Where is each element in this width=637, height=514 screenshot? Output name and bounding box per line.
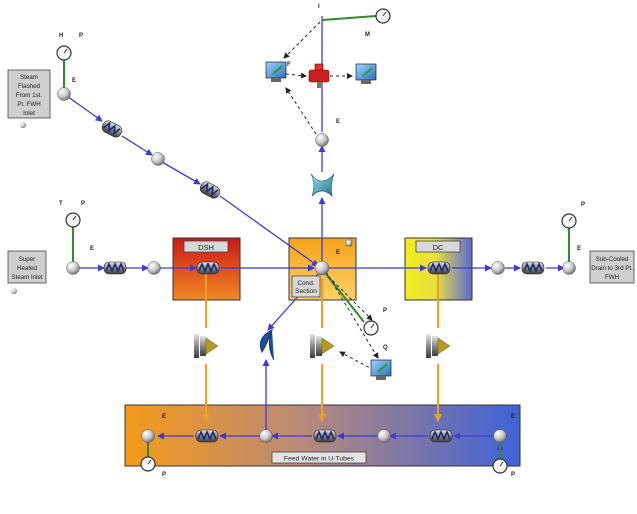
ejector-icon[interactable]: [310, 173, 335, 197]
super-heated-port[interactable]: [11, 288, 17, 294]
steam-flashed-port[interactable]: [20, 122, 26, 128]
gauge-icon[interactable]: [492, 458, 508, 474]
tag-e: E: [577, 246, 581, 252]
tag-e: E: [162, 414, 166, 420]
cond-label-box: [291, 275, 321, 298]
cond-label-line2: Section: [295, 288, 317, 295]
tag-q: Q: [383, 345, 388, 351]
node[interactable]: [493, 429, 507, 443]
tag-p: P: [581, 202, 585, 208]
monitor-icon[interactable]: [370, 359, 392, 380]
node[interactable]: [314, 260, 330, 276]
valve-icon[interactable]: [313, 429, 337, 443]
steam-flashed-box: [7, 69, 51, 119]
dc-label: DC: [433, 243, 444, 252]
node[interactable]: [147, 261, 161, 275]
valve-icon[interactable]: [196, 261, 220, 275]
tag-p: P: [81, 201, 85, 207]
dc-label-box: [415, 240, 461, 253]
sub-cooled-line3: FWH: [605, 274, 619, 281]
tag-e: E: [336, 250, 340, 256]
tag-e: E: [336, 119, 340, 125]
tag-h: H: [59, 33, 63, 39]
tag-labels: H P E T P E I M F E E P Q P E E E P P: [59, 4, 585, 478]
steam-flashed-line4: Pt. FWH: [17, 101, 40, 108]
super-heated-line1: Super: [19, 256, 36, 263]
gauge-icon[interactable]: [561, 213, 577, 229]
steam-flashed-line3: From 1st.: [16, 92, 42, 99]
tubes-label: Feed Water in U-Tubes: [284, 456, 355, 463]
node[interactable]: [491, 261, 505, 275]
monitor-icon[interactable]: [355, 63, 377, 84]
tag-e: E: [72, 78, 76, 84]
steam-flashed-line5: Inlet: [23, 110, 35, 117]
node[interactable]: [315, 133, 329, 147]
monitor-icon[interactable]: [265, 61, 287, 82]
valve-icon[interactable]: [427, 261, 451, 275]
node[interactable]: [141, 429, 155, 443]
node[interactable]: [57, 87, 71, 101]
sub-cooled-line2: Drain to 3rd Pt.: [591, 265, 633, 272]
cond-port[interactable]: [345, 239, 353, 247]
valve-icon[interactable]: [521, 261, 545, 275]
valve-icon[interactable]: [103, 261, 127, 275]
tag-i: I: [318, 4, 320, 10]
nodes: [57, 87, 576, 443]
heat-transfer-lines: [202, 268, 442, 422]
valve-icon[interactable]: [198, 180, 221, 200]
cond-label-line1: Cond.: [297, 280, 315, 287]
tubes-label-box: [271, 451, 367, 464]
tag-p: P: [383, 308, 387, 314]
heat-exchanger-icon[interactable]: [426, 334, 451, 358]
valve-icon[interactable]: [100, 119, 123, 139]
gauge-icon[interactable]: [56, 45, 72, 61]
steam-flashed-line2: Flashed: [18, 83, 41, 90]
gauges: [56, 8, 577, 474]
dsh-label-box: [183, 240, 229, 253]
gauge-stems: [63, 15, 570, 460]
control-lines: [283, 21, 379, 371]
heat-exchanger-icon[interactable]: [194, 334, 219, 358]
node[interactable]: [151, 152, 165, 166]
tag-m: M: [365, 32, 370, 38]
node[interactable]: [377, 429, 391, 443]
tag-t: T: [59, 201, 63, 207]
sub-cooled-line1: Sub-Cooled: [596, 256, 629, 263]
control-valve-icon[interactable]: [308, 63, 330, 88]
super-heated-line3: Steam Inlet: [11, 274, 43, 281]
gauge-icon[interactable]: [65, 212, 81, 228]
super-heated-box: [7, 250, 47, 284]
super-heated-line2: Heated: [17, 265, 38, 272]
steam-flashed-line1: Steam: [20, 74, 38, 81]
cone-icon[interactable]: [259, 329, 275, 361]
tag-e: E: [90, 246, 94, 252]
heat-exchangers: [194, 334, 451, 358]
tag-p: P: [79, 33, 83, 39]
heat-exchanger-icon[interactable]: [310, 334, 335, 358]
tag-f: F: [287, 62, 291, 68]
gauge-icon[interactable]: [363, 320, 379, 336]
node[interactable]: [562, 261, 576, 275]
valve-icon[interactable]: [429, 429, 453, 443]
gauge-icon[interactable]: [375, 8, 391, 24]
tag-p: P: [162, 472, 166, 478]
valve-icon[interactable]: [195, 429, 219, 443]
tag-p: P: [511, 472, 515, 478]
gauge-icon[interactable]: [140, 456, 156, 472]
tag-e: E: [511, 414, 515, 420]
node[interactable]: [66, 261, 80, 275]
node[interactable]: [259, 429, 273, 443]
sub-cooled-box: [589, 250, 635, 284]
valves: [100, 119, 545, 443]
dsh-label: DSH: [198, 243, 214, 252]
